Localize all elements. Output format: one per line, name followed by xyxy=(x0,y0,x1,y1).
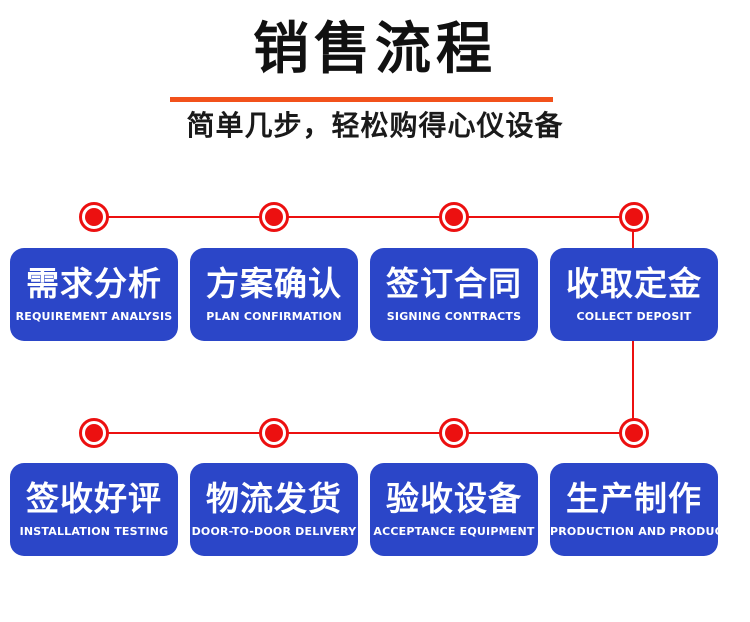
flow-node-dot xyxy=(439,202,469,232)
step-production: 生产制作 PRODUCTION AND PRODUCTION xyxy=(550,463,750,556)
title-underline-divider xyxy=(170,97,553,102)
flow-node-dot xyxy=(619,418,649,448)
step-subtitle-en: COLLECT DEPOSIT xyxy=(576,310,692,323)
flow-node-dot xyxy=(259,202,289,232)
step-subtitle-en: REQUIREMENT ANALYSIS xyxy=(15,310,173,323)
step-title-zh: 生产制作 xyxy=(566,479,702,518)
flow-node-dot xyxy=(79,202,109,232)
step-title-zh: 验收设备 xyxy=(386,479,522,518)
connector-line-top xyxy=(94,216,634,218)
flow-node-dot xyxy=(259,418,289,448)
step-subtitle-en: ACCEPTANCE EQUIPMENT xyxy=(373,525,535,538)
step-requirement-analysis: 需求分析 REQUIREMENT ANALYSIS xyxy=(10,248,178,341)
flow-node-dot xyxy=(79,418,109,448)
step-subtitle-en: DOOR-TO-DOOR DELIVERY xyxy=(191,525,357,538)
step-title-zh: 需求分析 xyxy=(26,264,162,303)
step-title-zh: 签收好评 xyxy=(26,479,162,518)
step-title-zh: 收取定金 xyxy=(566,264,702,303)
step-subtitle-en: PRODUCTION AND PRODUCTION xyxy=(550,525,750,538)
flow-node-dot xyxy=(619,202,649,232)
step-signing-contracts: 签订合同 SIGNING CONTRACTS xyxy=(370,248,538,341)
step-title-zh: 签订合同 xyxy=(386,264,522,303)
step-subtitle-en: PLAN CONFIRMATION xyxy=(206,310,342,323)
step-subtitle-en: SIGNING CONTRACTS xyxy=(386,310,522,323)
connector-line-bottom xyxy=(94,432,634,434)
step-plan-confirmation: 方案确认 PLAN CONFIRMATION xyxy=(190,248,358,341)
step-installation-testing: 签收好评 INSTALLATION TESTING xyxy=(10,463,178,556)
step-title-zh: 物流发货 xyxy=(206,479,342,518)
page-subtitle: 简单几步，轻松购得心仪设备 xyxy=(186,109,564,142)
step-collect-deposit: 收取定金 COLLECT DEPOSIT xyxy=(550,248,718,341)
step-subtitle-en: INSTALLATION TESTING xyxy=(19,525,169,538)
step-door-to-door-delivery: 物流发货 DOOR-TO-DOOR DELIVERY xyxy=(190,463,358,556)
step-acceptance-equipment: 验收设备 ACCEPTANCE EQUIPMENT xyxy=(370,463,538,556)
flow-node-dot xyxy=(439,418,469,448)
step-title-zh: 方案确认 xyxy=(206,264,342,303)
page-title: 销售流程 xyxy=(253,17,497,82)
